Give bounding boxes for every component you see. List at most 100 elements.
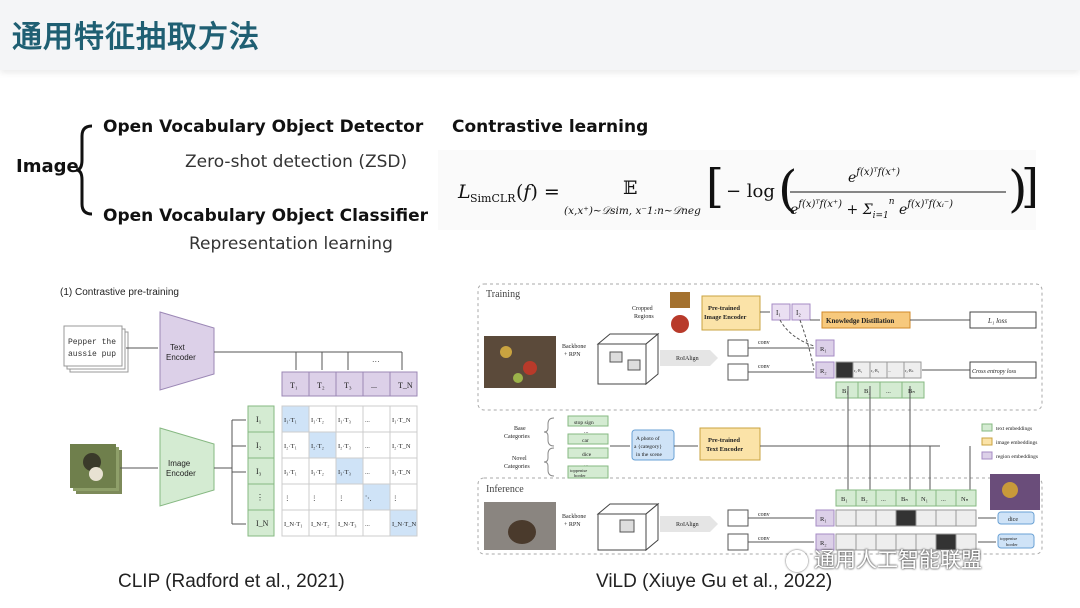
vild-out-dice: dice (1008, 517, 1018, 523)
vild-inf-score-cell (875, 509, 897, 527)
clip-matrix-cell (389, 509, 418, 537)
clip-matrix-label: I₃·T₂ (311, 469, 324, 476)
clip-matrix-cell (281, 509, 310, 537)
vild-legend-image: image embeddings (996, 440, 1037, 446)
vild-train-score-cell (903, 361, 922, 379)
vild-legend-text: text embeddings (996, 426, 1032, 432)
vild-diagram-graphic: Training Inference Backbone + RPN Croppe… (477, 283, 1043, 555)
watermark: 通用人工智能联盟 (786, 544, 982, 574)
vild-train-b-cell (879, 381, 903, 399)
svg-text:Base: Base (514, 426, 526, 432)
clip-matrix-cell (335, 405, 364, 433)
clip-matrix-label: I₂·T₁ (284, 443, 297, 450)
vild-train-b-label: B₁ (842, 388, 849, 395)
clip-matrix-cell (362, 457, 391, 485)
svg-text:Pre-trained: Pre-trained (708, 437, 740, 444)
vild-inf-score-cell (915, 509, 937, 527)
clip-matrix-label: I_N·T₁ (284, 521, 303, 528)
wechat-icon (786, 550, 808, 572)
clip-t-label: T₁ (290, 381, 298, 390)
contrastive-heading: Contrastive learning (452, 117, 649, 137)
svg-text:(f) =: (f) = (516, 181, 560, 203)
svg-text:A photo of: A photo of (636, 435, 660, 442)
clip-matrix-label: ... (365, 521, 370, 528)
simclr-formula: L SimCLR (f) = 𝔼 (x,x⁺)∼𝒟sim, x⁻1:n∼𝒟neg… (438, 150, 1039, 230)
clip-matrix-label: I₁·T_N (392, 417, 411, 424)
clip-matrix-cell (308, 509, 337, 537)
vild-inference-label: Inference (486, 484, 524, 495)
svg-text:...: ... (584, 429, 589, 435)
svg-text:Categories: Categories (504, 434, 530, 440)
vild-inf-score-cell (895, 509, 917, 527)
svg-text:+ RPN: + RPN (564, 522, 581, 528)
formula-graphic: L SimCLR (f) = 𝔼 (x,x⁺)∼𝒟sim, x⁻1:n∼𝒟neg… (457, 159, 1039, 221)
svg-text:(x,x⁺)∼𝒟sim, x⁻1:n∼𝒟neg: (x,x⁺)∼𝒟sim, x⁻1:n∼𝒟neg (564, 205, 701, 217)
vild-inf-score-cell (855, 509, 877, 527)
clip-matrix-label: ⋮ (311, 495, 318, 502)
tree-item-detector: Open Vocabulary Object Detector (103, 117, 424, 137)
svg-text:conv: conv (758, 512, 770, 518)
tree-item-classifier: Open Vocabulary Object Classifier (103, 206, 429, 226)
clip-matrix-label: I₂·T₃ (338, 443, 351, 450)
svg-text:RoIAlign: RoIAlign (676, 522, 699, 528)
svg-text:Novel: Novel (512, 456, 527, 462)
vild-l1-loss: L₁ loss (987, 317, 1007, 325)
vild-inf-b-label: N₁ (921, 496, 928, 503)
svg-text:[: [ (706, 159, 724, 213)
brace-icon (75, 124, 93, 216)
vild-inf-b-cell (955, 489, 977, 507)
svg-text:ef(x)ᵀf(x⁺): ef(x)ᵀf(x⁺) (848, 167, 900, 186)
clip-matrix-label: I₁·T₂ (311, 417, 324, 424)
vild-inf-b-cell (935, 489, 957, 507)
svg-text:Backbone: Backbone (562, 344, 586, 350)
clip-matrix-label: I_N·T_N (392, 521, 416, 528)
svg-text:toppenise: toppenise (1000, 536, 1017, 541)
clip-matrix-label: ⋮ (392, 495, 399, 502)
vild-train-b-label: ... (886, 388, 891, 395)
svg-text:L: L (457, 181, 471, 203)
svg-text:Categories: Categories (504, 464, 530, 470)
clip-matrix-label: I₁·T₃ (338, 417, 351, 424)
vild-train-b-cell (901, 381, 925, 399)
clip-i-label: I₃ (256, 467, 262, 476)
svg-text:stop sign: stop sign (574, 420, 594, 426)
vild-diagram: Training Inference Backbone + RPN Croppe… (470, 278, 1062, 560)
svg-text:Regions: Regions (634, 314, 654, 320)
vild-inf-b-label: Nₙ (961, 496, 969, 503)
svg-text:R₂: R₂ (820, 368, 827, 375)
clip-matrix-label: I_N·T₂ (311, 521, 330, 528)
svg-text:): ) (1008, 160, 1028, 218)
slide-title: 通用特征抽取方法 (12, 20, 260, 55)
clip-matrix-label: ... (365, 469, 370, 476)
clip-matrix-label: ⋮ (338, 495, 345, 502)
vild-inf-b-cell (875, 489, 897, 507)
svg-text:− log: − log (726, 181, 775, 202)
svg-text:Encoder: Encoder (166, 469, 196, 478)
clip-panel-title: (1) Contrastive pre-training (60, 287, 179, 298)
svg-text:(: ( (778, 160, 798, 218)
clip-t-label: ... (371, 381, 377, 390)
svg-text:Backbone: Backbone (562, 514, 586, 520)
clip-matrix-cell (308, 431, 337, 459)
svg-text:Pre-trained: Pre-trained (708, 305, 740, 312)
vild-inf-score-cell (835, 509, 857, 527)
vild-ce-loss: Cross entropy loss (972, 369, 1017, 375)
clip-i-cell (247, 405, 275, 433)
vild-train-b-label: Bₙ (908, 388, 915, 395)
svg-text:ef(x)ᵀf(x⁺) + Σi=1n ef(x)ᵀf(xᵢ: ef(x)ᵀf(x⁺) + Σi=1n ef(x)ᵀf(xᵢ⁻) (790, 197, 953, 221)
vild-caption: ViLD (Xiuye Gu et al., 2022) (596, 571, 833, 592)
svg-text:Image Encoder: Image Encoder (704, 314, 747, 321)
tree-root-label: Image (16, 156, 79, 177)
clip-diagram: (1) Contrastive pre-training Pepper the … (54, 278, 426, 548)
tree-item-detector-sub: Zero-shot detection (ZSD) (185, 152, 408, 172)
svg-text:border: border (1006, 542, 1018, 547)
clip-matrix-label: I₃·T₃ (338, 469, 351, 476)
svg-text:dice: dice (582, 452, 592, 458)
vild-train-score-label: r₂·B₂ (871, 368, 880, 373)
clip-i-cell (247, 509, 275, 537)
vild-train-score-cell (835, 361, 854, 379)
clip-matrix-cell (308, 483, 337, 511)
clip-matrix-label: ... (365, 443, 370, 450)
clip-matrix-label: ⋱ (365, 495, 372, 502)
vild-train-b-label: B₂ (864, 388, 871, 395)
